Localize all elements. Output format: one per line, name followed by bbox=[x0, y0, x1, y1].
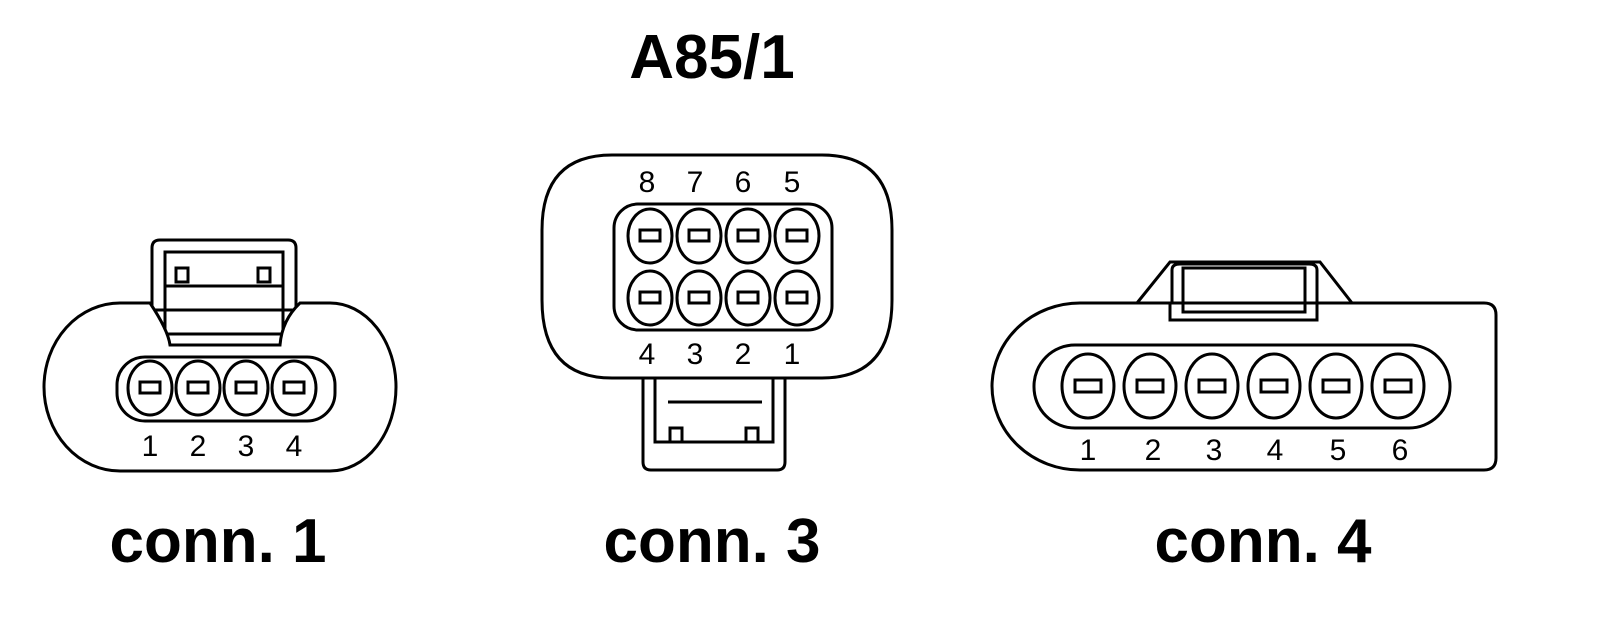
pin-number: 1 bbox=[142, 430, 159, 463]
pin-number: 4 bbox=[286, 430, 303, 463]
connector-4-latch bbox=[1133, 260, 1356, 305]
pin-number: 3 bbox=[1206, 434, 1223, 467]
connector-1-pin-terminals bbox=[126, 359, 318, 417]
pin-terminal bbox=[1122, 352, 1178, 420]
connector-4-pin-cavity bbox=[1032, 343, 1452, 430]
connector-3-body bbox=[540, 153, 894, 380]
pin-terminal bbox=[675, 269, 723, 327]
connector-4-label: conn. 4 bbox=[1154, 507, 1372, 576]
pin-terminal bbox=[626, 207, 674, 265]
pin-terminal bbox=[675, 207, 723, 265]
pin-number: 4 bbox=[1267, 434, 1284, 467]
pin-terminal bbox=[773, 269, 821, 327]
pin-terminal bbox=[270, 359, 318, 417]
diagram-title: A85/1 bbox=[629, 23, 794, 92]
pin-terminal bbox=[773, 207, 821, 265]
pin-terminal bbox=[724, 269, 772, 327]
connector-3-latch bbox=[641, 368, 787, 472]
connector-1-label: conn. 1 bbox=[109, 507, 326, 576]
pin-terminal bbox=[1060, 352, 1116, 420]
pin-number: 7 bbox=[687, 166, 704, 199]
pin-terminal bbox=[724, 207, 772, 265]
connector-3: 8 7 6 5 4 3 2 1 conn. 3 bbox=[540, 153, 894, 576]
connector-3-pin-terminals bbox=[626, 207, 821, 327]
pin-number: 6 bbox=[1392, 434, 1409, 467]
pin-number: 1 bbox=[1080, 434, 1097, 467]
pin-terminal bbox=[1246, 352, 1302, 420]
connector-1-pin-cavity bbox=[115, 355, 337, 423]
pin-number: 2 bbox=[190, 430, 207, 463]
pin-terminal bbox=[174, 359, 222, 417]
pin-terminal bbox=[626, 269, 674, 327]
pin-number: 3 bbox=[238, 430, 255, 463]
pin-number: 5 bbox=[1330, 434, 1347, 467]
pin-number: 2 bbox=[1145, 434, 1162, 467]
pin-terminal bbox=[222, 359, 270, 417]
pin-number: 6 bbox=[735, 166, 752, 199]
connector-3-pin-cavity bbox=[612, 202, 834, 332]
connector-4: 1 2 3 4 5 6 conn. 4 bbox=[990, 260, 1498, 576]
pin-number: 3 bbox=[687, 338, 704, 371]
pin-number: 4 bbox=[639, 338, 656, 371]
pin-terminal bbox=[1308, 352, 1364, 420]
pin-terminal bbox=[1370, 352, 1426, 420]
pin-number: 1 bbox=[784, 338, 801, 371]
pin-number: 2 bbox=[735, 338, 752, 371]
pin-number: 8 bbox=[639, 166, 656, 199]
connector-1-latch bbox=[150, 238, 298, 312]
pin-terminal bbox=[126, 359, 174, 417]
connector-3-label: conn. 3 bbox=[603, 507, 820, 576]
connector-4-pin-terminals bbox=[1060, 352, 1426, 420]
connector-1: 1 2 3 4 conn. 1 bbox=[42, 238, 398, 576]
pin-number: 5 bbox=[784, 166, 801, 199]
pin-terminal bbox=[1184, 352, 1240, 420]
